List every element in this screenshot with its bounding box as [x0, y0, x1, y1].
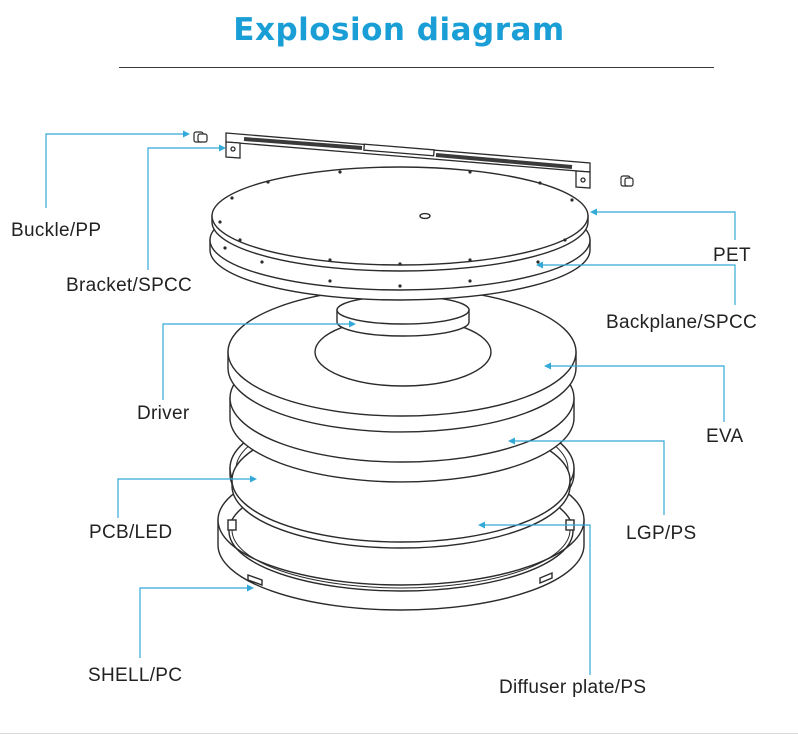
- leader-bracket: [147, 147, 222, 270]
- bracket-bar: [225, 132, 591, 189]
- pet-disc: [211, 166, 589, 272]
- leader-diffuser: [482, 524, 591, 675]
- eva-ring: [227, 287, 577, 433]
- leader-lines: [45, 133, 736, 675]
- leader-arrows: [183, 130, 597, 592]
- page-title: Explosion diagram: [233, 12, 565, 48]
- label-pcb: PCB/LED: [89, 522, 173, 543]
- label-bracket: Bracket/SPCC: [66, 275, 193, 296]
- driver-box: [336, 295, 470, 337]
- label-pet: PET: [713, 245, 751, 266]
- label-driver: Driver: [137, 403, 190, 424]
- buckle-clip-right: [620, 175, 634, 187]
- leader-buckle: [45, 133, 186, 208]
- label-buckle: Buckle/PP: [11, 220, 102, 241]
- leader-backplane: [540, 264, 736, 305]
- leader-eva: [548, 365, 725, 422]
- label-eva: EVA: [706, 426, 744, 447]
- title-divider: [119, 67, 714, 68]
- label-diffuser: Diffuser plate/PS: [499, 677, 647, 698]
- leader-driver: [162, 323, 352, 400]
- label-backplane: Backplane/SPCC: [606, 312, 757, 333]
- leader-lgp: [512, 440, 665, 515]
- bottom-border: [0, 733, 798, 734]
- label-shell: SHELL/PC: [88, 665, 183, 686]
- buckle-clip-left: [193, 131, 208, 143]
- leader-pet: [594, 211, 736, 240]
- leader-shell: [139, 587, 250, 658]
- label-lgp: LGP/PS: [626, 523, 697, 544]
- leader-pcb: [117, 478, 253, 518]
